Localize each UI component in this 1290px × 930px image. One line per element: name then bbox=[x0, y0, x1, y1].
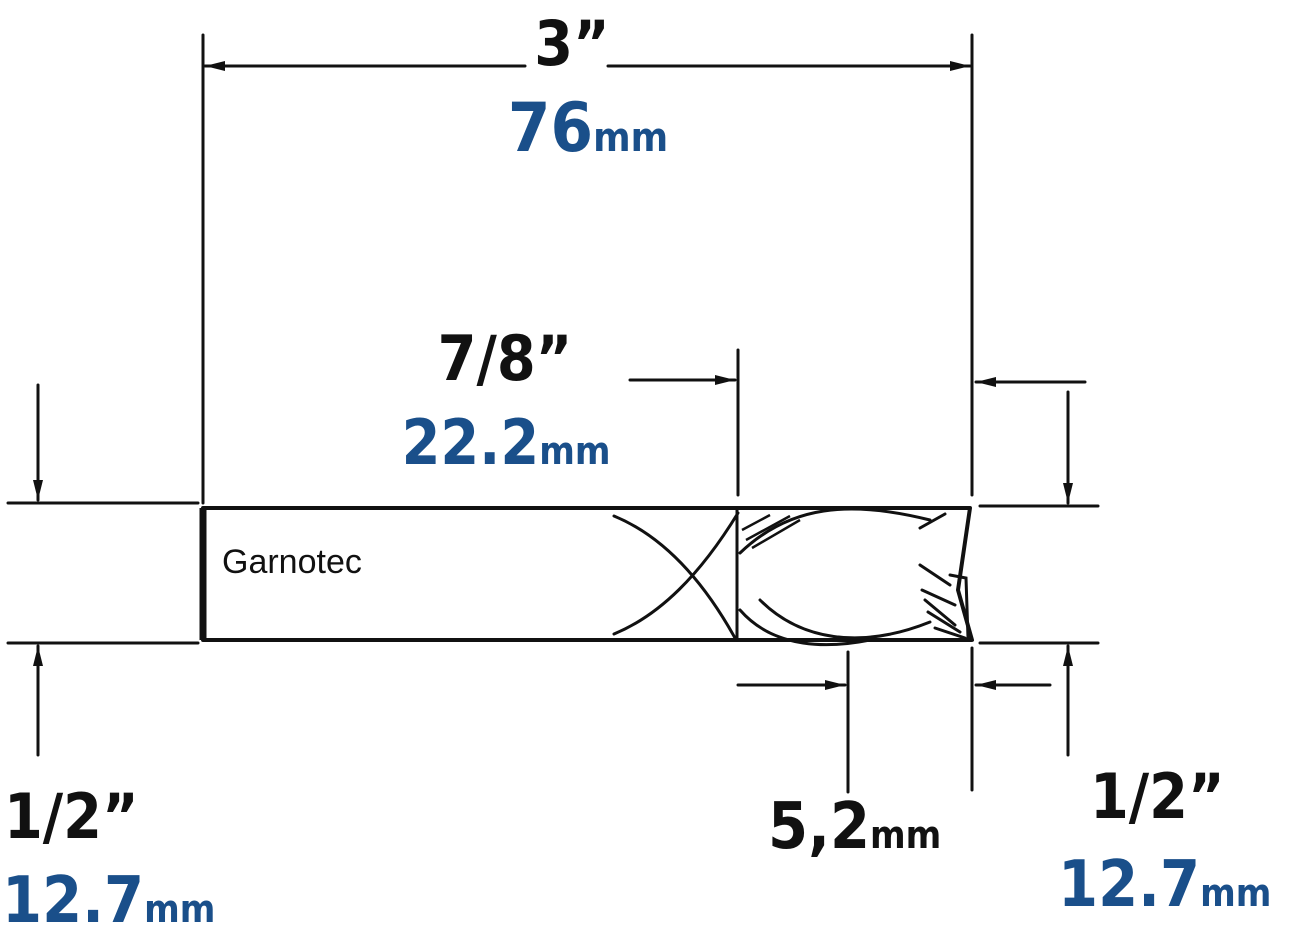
overall-length-imperial: 3” bbox=[534, 7, 609, 80]
overall-length-dimension: 3” 76mm bbox=[201, 7, 974, 505]
brand-label: Garnotec bbox=[222, 543, 362, 581]
flute-pitch-dimension: 5,2mm bbox=[736, 650, 941, 864]
router-bit: Garnotec bbox=[199, 506, 974, 647]
cutting-length-dimension: 7/8” 22.2mm bbox=[402, 322, 740, 497]
shank-diameter-dimension: 1/2” 12.7mm bbox=[2, 383, 215, 930]
overall-length-metric: 76mm bbox=[508, 89, 668, 168]
shank-diameter-metric: 12.7mm bbox=[2, 864, 215, 930]
cutting-length-metric: 22.2mm bbox=[402, 406, 611, 479]
flute-pitch-metric: 5,2mm bbox=[768, 790, 941, 864]
cutting-diameter-dimension: 1/2” 12.7mm bbox=[970, 377, 1271, 922]
cutting-length-imperial: 7/8” bbox=[438, 322, 573, 395]
shank-diameter-imperial: 1/2” bbox=[4, 780, 139, 853]
cutting-diameter-imperial: 1/2” bbox=[1090, 760, 1225, 833]
cutting-diameter-metric: 12.7mm bbox=[1058, 848, 1271, 922]
flute-lines bbox=[612, 507, 970, 647]
